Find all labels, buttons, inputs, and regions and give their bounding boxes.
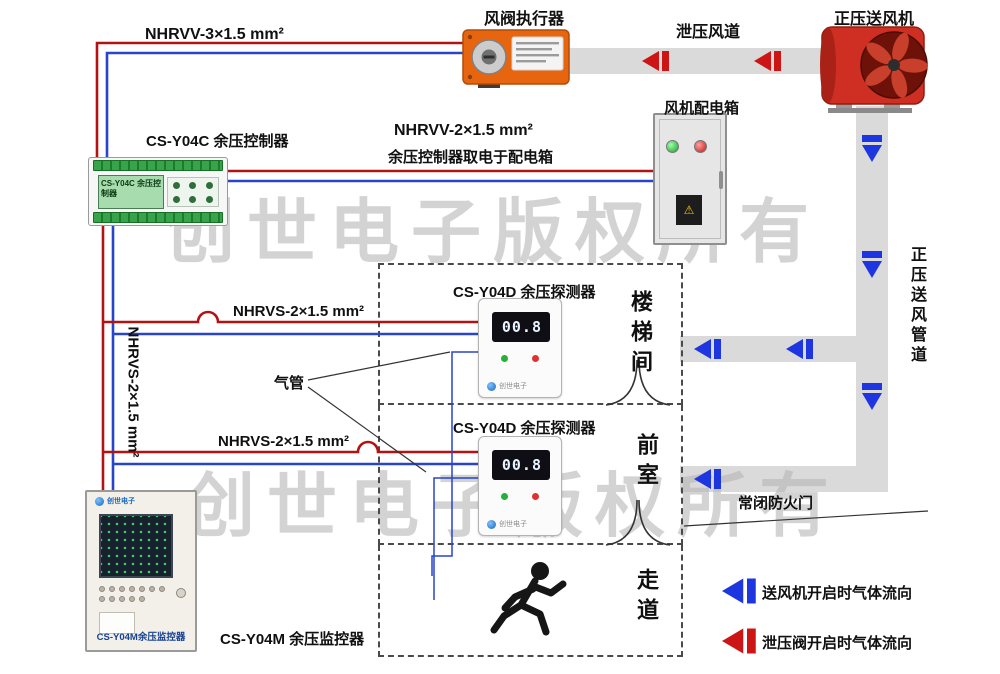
monitor-button-icon: [109, 586, 115, 592]
pressure-detector-1-device: 00.8 创世电子: [478, 298, 562, 398]
terminal-strip-top-icon: [93, 160, 223, 171]
brand-logo-icon: [95, 496, 104, 506]
detector-1-value: 00.8: [501, 318, 542, 336]
red-pilot-light-icon: [694, 140, 707, 153]
monitor-button-icon: [109, 596, 115, 602]
fan-label: 正压送风机: [834, 11, 915, 28]
fire-door-front-room: [605, 499, 671, 546]
room-corridor-outline: [378, 545, 683, 657]
actuator-label: 风阀执行器: [484, 11, 565, 28]
controller-button-icon: [189, 195, 197, 203]
running-person-icon: [490, 562, 567, 636]
detector-2-leds: [479, 493, 561, 500]
green-led-icon: [501, 493, 508, 500]
detector-1-brand: 创世电子: [487, 381, 527, 391]
cable-label-detector-2: NHRVS-2×1.5 mm²: [218, 433, 350, 450]
monitor-nameplate: CS-Y04M余压监控器: [96, 632, 186, 643]
detector-1-display: 00.8: [492, 312, 550, 342]
pressure-monitor-device: 创世电子 CS-Y04M余压监控器: [85, 490, 197, 652]
cable-label-power: NHRVV-2×1.5 mm²: [394, 122, 533, 139]
controller-button-icon: [172, 195, 180, 203]
detector-1-leds: [479, 355, 561, 362]
wiring: [95, 41, 653, 490]
red-led-icon: [532, 493, 539, 500]
legend-supply-arrow-icon: [722, 578, 756, 604]
monitor-button-icon: [119, 596, 125, 602]
room-label-stairwell: 楼梯间: [628, 290, 653, 380]
brand-name: 创世电子: [107, 498, 135, 505]
controller-screen-text: CS-Y04C 余压控制器: [101, 179, 162, 198]
relief-duct-label: 泄压风道: [676, 24, 741, 41]
detector-2-label: CS-Y04D 余压探测器: [453, 420, 596, 437]
monitor-button-icon: [129, 596, 135, 602]
terminal-strip-bottom-icon: [93, 212, 223, 223]
power-box-label: 风机配电箱: [664, 100, 740, 117]
warning-plate: ⚠: [676, 195, 702, 225]
monitor-buttons: [99, 586, 173, 602]
monitor-screen: [99, 514, 173, 578]
cable-label-actuator: NHRVV-3×1.5 mm²: [145, 26, 284, 43]
controller-buttons: [167, 177, 219, 207]
fire-door-label: 常闭防火门: [738, 495, 814, 512]
pressure-detector-2-device: 00.8 创世电子: [478, 436, 562, 536]
controller-button-icon: [206, 195, 214, 203]
monitor-nameplate-slot: [99, 612, 135, 634]
brand-name: 创世电子: [499, 383, 527, 390]
controller-button-icon: [189, 181, 197, 189]
detector-2-value: 00.8: [501, 456, 542, 474]
controller-screen: CS-Y04C 余压控制器: [98, 175, 164, 209]
brand-logo-icon: [487, 519, 496, 529]
leader-lines: [307, 351, 929, 527]
fan-power-box-device: ⚠: [653, 113, 727, 245]
controller-button-icon: [172, 181, 180, 189]
room-front-outline: [378, 405, 683, 545]
relief-flow-arrows: [642, 51, 781, 71]
room-label-corridor: 走道: [634, 568, 659, 628]
monitor-button-icon: [159, 586, 165, 592]
monitor-button-icon: [119, 586, 125, 592]
power-note-label: 余压控制器取电于配电箱: [388, 149, 554, 166]
air-tubes: [431, 351, 478, 600]
monitor-button-icon: [99, 596, 105, 602]
supply-fan-graphic: [820, 26, 928, 113]
air-tube-label: 气管: [274, 375, 305, 392]
cable-label-riser: NHRVS-2×1.5 mm²: [124, 326, 142, 458]
green-led-icon: [501, 355, 508, 362]
keyhole-icon: [176, 588, 186, 598]
fire-door-stairwell: [605, 359, 671, 406]
controller-label: CS-Y04C 余压控制器: [146, 133, 289, 150]
air-ducts: [568, 48, 888, 492]
supply-duct-label: 正压送风管道: [908, 246, 925, 366]
monitor-button-icon: [139, 596, 145, 602]
monitor-brand: 创世电子: [95, 496, 135, 506]
legend-relief-arrow-icon: [722, 628, 756, 654]
monitor-button-icon: [99, 586, 105, 592]
damper-actuator-graphic: [462, 29, 570, 88]
legend-relief-label: 泄压阀开启时气体流向: [762, 635, 913, 652]
monitor-button-icon: [149, 586, 155, 592]
warning-icon: ⚠: [683, 203, 695, 217]
legend-supply-label: 送风机开启时气体流向: [762, 585, 913, 602]
green-pilot-light-icon: [666, 140, 679, 153]
room-label-front: 前室: [634, 433, 659, 493]
detector-1-label: CS-Y04D 余压探测器: [453, 284, 596, 301]
monitor-button-icon: [139, 586, 145, 592]
red-led-icon: [532, 355, 539, 362]
monitor-button-icon: [129, 586, 135, 592]
door-handle-icon: [719, 171, 723, 189]
pressure-controller-device: CS-Y04C 余压控制器: [88, 157, 228, 226]
detector-2-brand: 创世电子: [487, 519, 527, 529]
controller-button-icon: [206, 181, 214, 189]
cable-label-detector-1: NHRVS-2×1.5 mm²: [233, 303, 365, 320]
brand-logo-icon: [487, 381, 496, 391]
brand-name: 创世电子: [499, 521, 527, 528]
monitor-label: CS-Y04M 余压监控器: [220, 631, 365, 648]
detector-2-display: 00.8: [492, 450, 550, 480]
